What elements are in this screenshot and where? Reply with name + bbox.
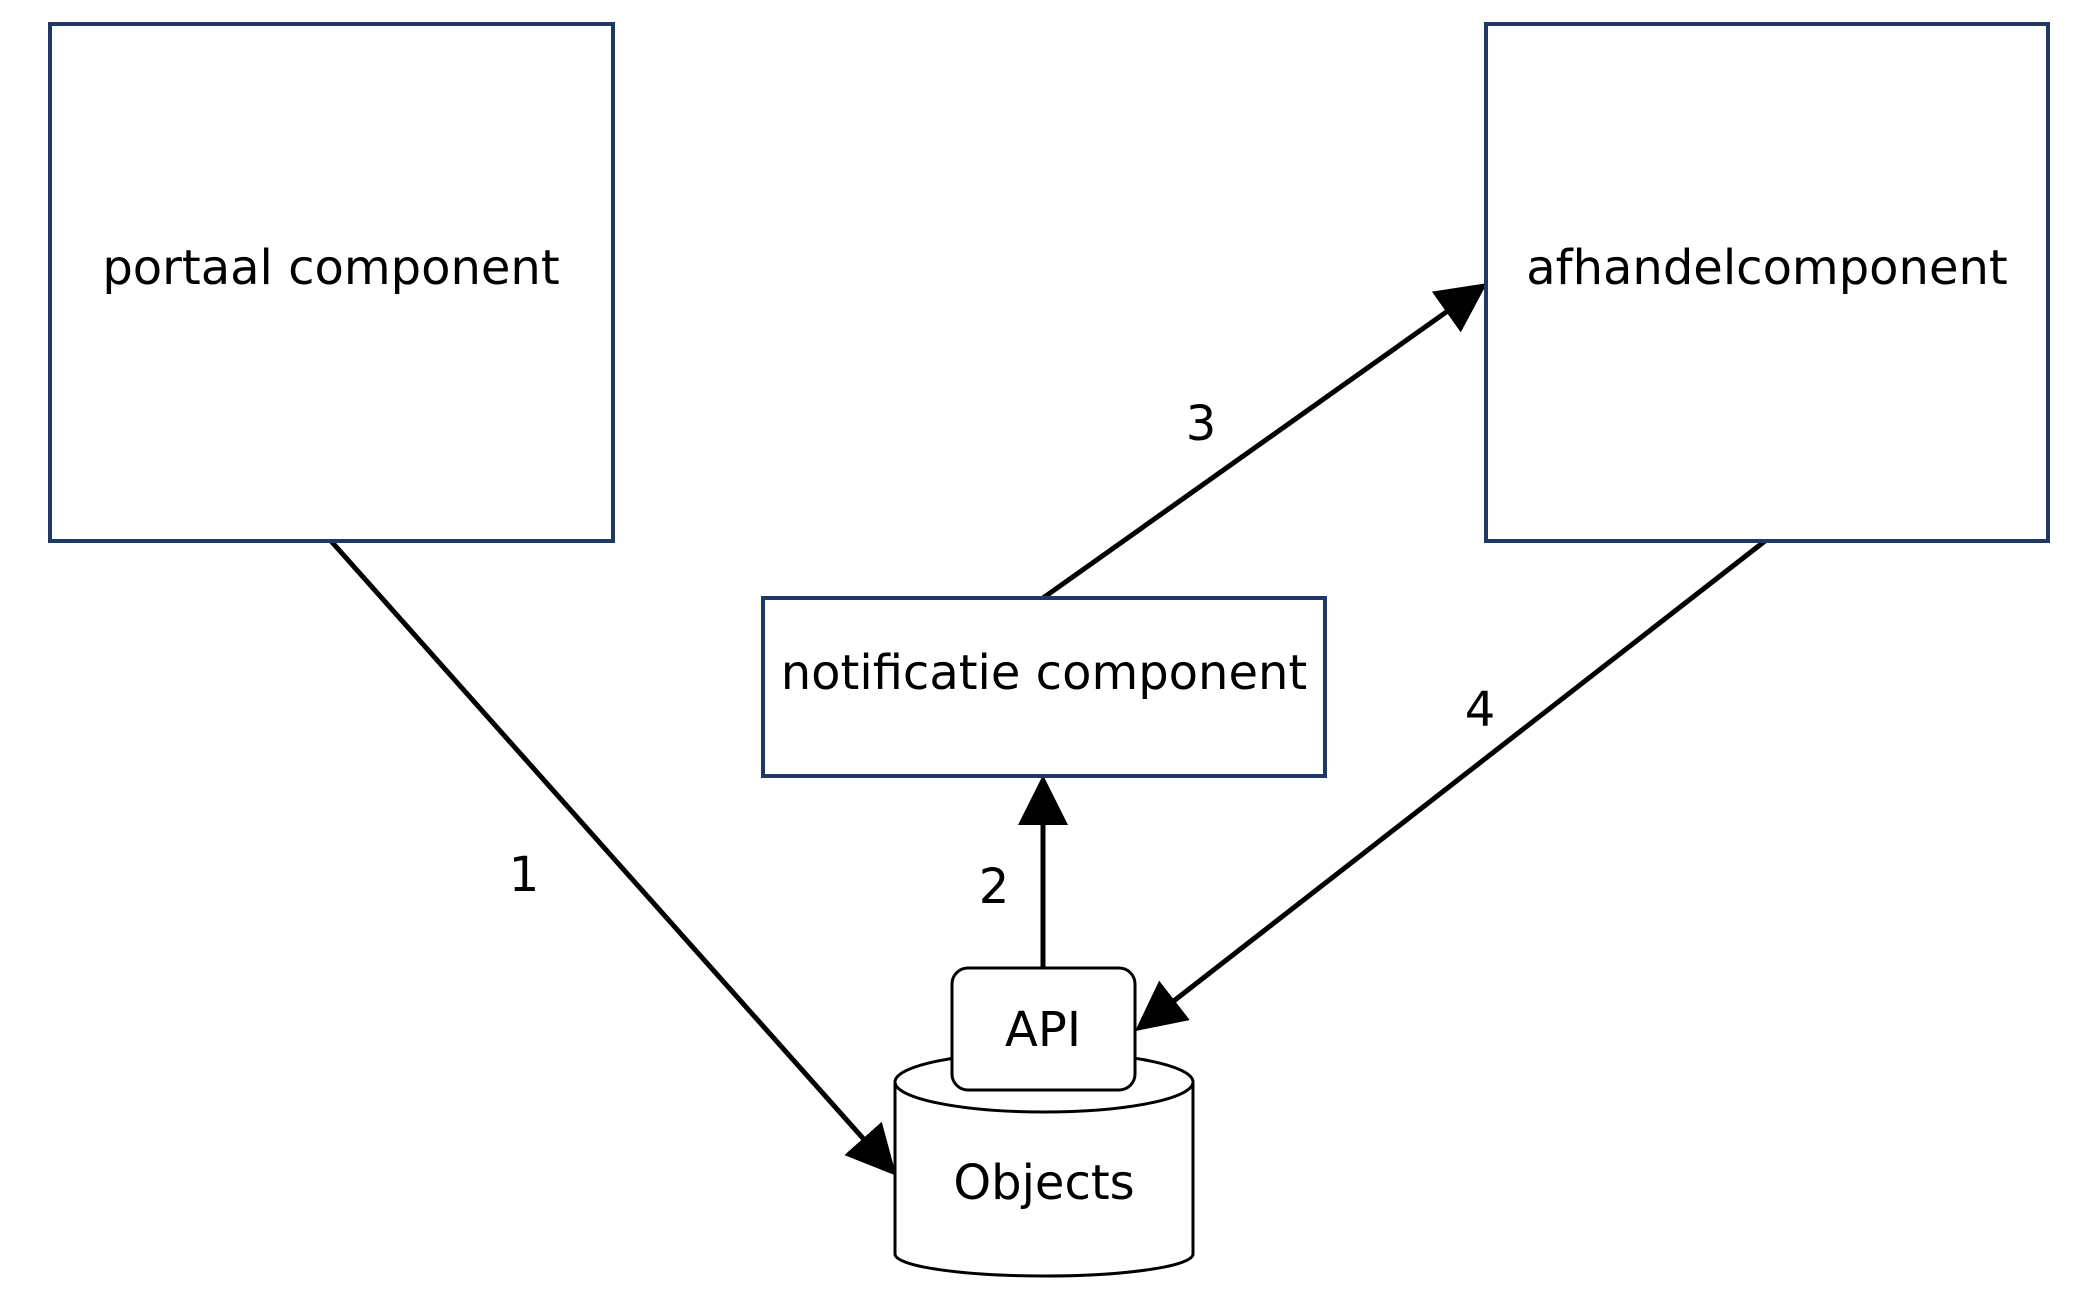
- api-label: API: [1005, 1002, 1081, 1058]
- edge-label-3: 3: [1186, 396, 1217, 452]
- objects-label: Objects: [953, 1155, 1134, 1211]
- database-cylinder-body: [893, 1082, 1195, 1278]
- edge-label-4: 4: [1465, 682, 1496, 738]
- notificatie-component-node: notificatie component: [761, 596, 1327, 778]
- portaal-component-label: portaal component: [102, 240, 559, 296]
- edge-label-2: 2: [979, 859, 1010, 915]
- afhandel-component-label: afhandelcomponent: [1526, 240, 2007, 296]
- edge-1-portaal-to-objects: [329, 539, 897, 1176]
- edge-4-afhandel-to-api: [1135, 539, 1767, 1032]
- notificatie-component-label: notificatie component: [781, 645, 1307, 701]
- objects-database-node: Objects: [893, 1050, 1195, 1278]
- edge-3-notificatie-to-afhandel: [1041, 283, 1488, 601]
- afhandel-component-node: afhandelcomponent: [1484, 22, 2050, 543]
- edge-label-1: 1: [509, 847, 540, 903]
- portaal-component-node: portaal component: [48, 22, 615, 543]
- api-node: API: [950, 966, 1137, 1092]
